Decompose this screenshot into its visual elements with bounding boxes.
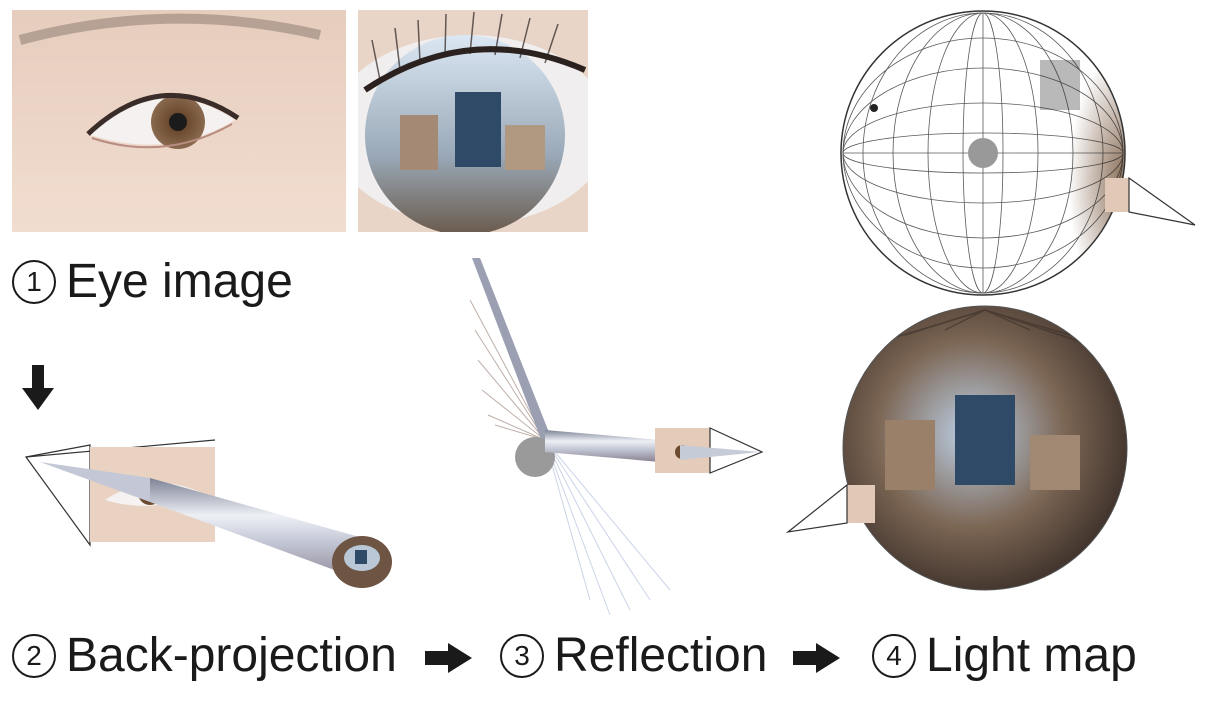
step-4-label: 4 Light map <box>872 632 1137 680</box>
step-2-label: 2 Back-projection <box>12 632 397 680</box>
step-1-text: Eye image <box>66 255 293 308</box>
eye-photo <box>12 10 346 232</box>
eye-closeup-photo <box>358 10 588 232</box>
light-map-environment-sphere <box>785 305 1128 591</box>
right-arrow-1 <box>425 643 472 673</box>
down-arrow <box>22 365 54 410</box>
step-1-number: 1 <box>12 260 56 304</box>
step-4-number: 4 <box>872 634 916 678</box>
step-2-text: Back-projection <box>66 629 397 682</box>
step-4-text: Light map <box>926 629 1137 682</box>
step-3-text: Reflection <box>554 629 768 682</box>
right-arrow-2 <box>793 643 840 673</box>
step-3-label: 3 Reflection <box>500 632 767 680</box>
back-projection-illustration <box>24 439 392 588</box>
step-2-number: 2 <box>12 634 56 678</box>
light-map-wireframe-sphere <box>840 10 1196 296</box>
reflection-illustration <box>469 258 764 616</box>
step-3-number: 3 <box>500 634 544 678</box>
step-1-label: 1 Eye image <box>12 258 293 306</box>
